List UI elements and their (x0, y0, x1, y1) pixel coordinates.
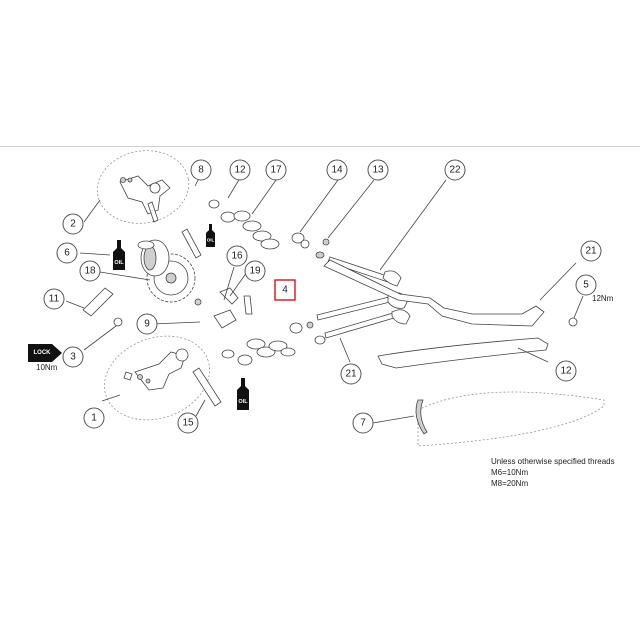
pushrod-lower (192, 367, 222, 407)
callout-8-label: 8 (198, 165, 204, 176)
callout-7: 7 (352, 412, 374, 434)
callout-19-label: 19 (249, 266, 261, 277)
callout-7-label: 7 (360, 418, 366, 429)
valve-springs-upper (208, 199, 330, 259)
callout-6-label: 6 (64, 248, 70, 259)
cam-gear (137, 239, 196, 303)
callout-19: 19 (244, 260, 266, 282)
torque-notes: Unless otherwise specified threads M6=10… (491, 456, 615, 489)
callout-18: 18 (79, 260, 101, 282)
callout-12-upper: 12 (229, 159, 251, 181)
oil-tag-3: OIL (237, 378, 249, 410)
lock-torque-text: 10Nm (36, 363, 58, 372)
callout-16-label: 16 (231, 251, 243, 262)
leader-lines (65, 169, 584, 424)
oil-tag-2: OIL (206, 224, 215, 247)
oil-tag-1-label: OIL (114, 260, 124, 266)
callout-14-label: 14 (331, 165, 343, 176)
valve-springs-lower (221, 321, 326, 366)
callout-22-label: 22 (449, 165, 461, 176)
callout-11: 11 (43, 288, 65, 310)
callout-9-label: 9 (144, 319, 150, 330)
upper-rocker-assembly (96, 150, 190, 224)
bolt-part (113, 317, 123, 327)
lock-tag-label: LOCK (34, 350, 52, 356)
callout-15: 15 (177, 412, 199, 434)
callout-6: 6 (56, 242, 78, 264)
callout-17: 17 (265, 159, 287, 181)
callout-21-upper-label: 21 (585, 246, 597, 257)
timing-chain (415, 391, 605, 447)
callout-21-upper: 21 (580, 240, 602, 262)
bracket-part (82, 287, 114, 317)
oil-tag-3-label: OIL (238, 399, 248, 405)
callout-2: 2 (62, 213, 84, 235)
notes-line-1: Unless otherwise specified threads (491, 457, 615, 466)
callout-21-lower: 21 (340, 363, 362, 385)
callout-12-upper-label: 12 (234, 165, 246, 176)
callout-1: 1 (83, 407, 105, 429)
callout-5-label: 5 (583, 280, 589, 291)
callout-3-label: 3 (70, 352, 76, 363)
lever-end-bolt (568, 317, 578, 327)
callout-3: 3 (62, 346, 84, 368)
callout-1-label: 1 (91, 413, 97, 424)
notes-line-2: M6=10Nm (491, 468, 529, 477)
callout-4-label: 4 (282, 285, 288, 296)
callout-2-label: 2 (70, 219, 76, 230)
lower-rocker-assembly (104, 335, 210, 421)
callout-8: 8 (190, 159, 212, 181)
top-divider-line (0, 146, 640, 147)
callout-17-label: 17 (270, 165, 282, 176)
notes-line-3: M8=20Nm (491, 479, 529, 488)
chain-guide (377, 337, 549, 369)
oil-tag-1: OIL (113, 240, 125, 270)
callout-12-lower-label: 12 (560, 366, 572, 377)
callout-16: 16 (226, 245, 248, 267)
callout-21-lower-label: 21 (345, 369, 357, 380)
lever-arm (323, 259, 545, 327)
tappet-parts (194, 287, 253, 329)
oil-tag-2-label: OIL (207, 238, 215, 243)
callout-5: 5 (575, 274, 597, 296)
callout-13: 13 (367, 159, 389, 181)
lock-tag: LOCK (28, 344, 62, 362)
callout-12-lower: 12 (555, 360, 577, 382)
callout-11-label: 11 (49, 294, 60, 305)
callout-15-label: 15 (182, 418, 194, 429)
callout-18-label: 18 (84, 266, 96, 277)
callout-9: 9 (136, 313, 158, 335)
pushrod-upper (181, 228, 202, 259)
part5-torque-text: 12Nm (592, 294, 614, 303)
callout-4-highlighted: 4 (274, 279, 296, 301)
callout-14: 14 (326, 159, 348, 181)
callout-13-label: 13 (372, 165, 384, 176)
callout-22: 22 (444, 159, 466, 181)
